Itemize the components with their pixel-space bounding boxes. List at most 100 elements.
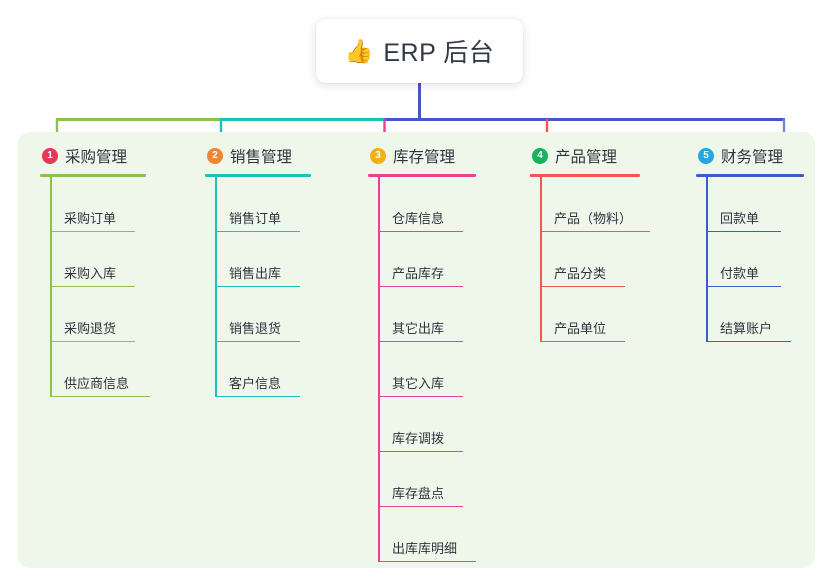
leaf-item-rule <box>706 340 791 342</box>
leaf-item-label: 采购订单 <box>64 211 117 226</box>
column-badge-4: 4 <box>532 148 548 164</box>
column-rule-5 <box>696 174 804 177</box>
leaf-item[interactable]: 销售订单 <box>215 177 311 232</box>
leaf-item-label: 回款单 <box>720 211 760 226</box>
leaf-item-rule <box>215 395 300 397</box>
root-node[interactable]: 👍 ERP 后台 <box>316 19 523 83</box>
leaf-item-label: 销售出库 <box>229 266 282 281</box>
column-badge-2: 2 <box>207 148 223 164</box>
leaf-item-label: 库存盘点 <box>392 486 445 501</box>
column-badge-1: 1 <box>42 148 58 164</box>
leaf-item-rule <box>378 340 463 342</box>
column-badge-3: 3 <box>370 148 386 164</box>
leaf-item[interactable]: 采购订单 <box>50 177 146 232</box>
thumbs-up-icon: 👍 <box>344 37 374 64</box>
column-items-1: 采购订单采购入库采购退货供应商信息 <box>40 177 150 397</box>
leaf-item-label: 结算账户 <box>720 321 773 336</box>
column-badge-5: 5 <box>698 148 714 164</box>
column-spine-2 <box>215 177 217 397</box>
diagram-panel <box>18 132 815 568</box>
leaf-item[interactable]: 其它出库 <box>378 287 476 342</box>
leaf-item[interactable]: 其它入库 <box>378 342 476 397</box>
column-spine-1 <box>50 177 52 397</box>
leaf-item-label: 库存调拨 <box>392 431 445 446</box>
column-items-3: 仓库信息产品库存其它出库其它入库库存调拨库存盘点出库库明细 <box>368 177 476 562</box>
leaf-item-rule <box>540 285 625 287</box>
column-rule-2 <box>205 174 311 177</box>
leaf-item-label: 其它入库 <box>392 376 445 391</box>
column-header-3[interactable]: 3 库存管理 <box>368 144 476 168</box>
column-spine-5 <box>706 177 708 342</box>
leaf-item-rule <box>378 450 463 452</box>
leaf-item[interactable]: 产品单位 <box>540 287 640 342</box>
column-title-1: 采购管理 <box>65 149 128 166</box>
leaf-item-label: 产品单位 <box>554 321 607 336</box>
leaf-item[interactable]: 产品分类 <box>540 232 640 287</box>
leaf-item[interactable]: 产品库存 <box>378 232 476 287</box>
root-node-content: 👍 ERP 后台 <box>345 33 495 69</box>
leaf-item[interactable]: 销售退货 <box>215 287 311 342</box>
leaf-item[interactable]: 客户信息 <box>215 342 311 397</box>
leaf-item[interactable]: 产品（物料） <box>540 177 650 232</box>
leaf-item-label: 产品库存 <box>392 266 445 281</box>
leaf-item-rule <box>50 340 135 342</box>
column-header-1[interactable]: 1 采购管理 <box>40 144 146 168</box>
leaf-item-rule <box>215 230 300 232</box>
leaf-item-label: 客户信息 <box>229 376 282 391</box>
column-3: 3 库存管理仓库信息产品库存其它出库其它入库库存调拨库存盘点出库库明细 <box>368 144 476 562</box>
leaf-item-rule <box>378 230 463 232</box>
leaf-item[interactable]: 库存盘点 <box>378 452 476 507</box>
leaf-item-label: 采购退货 <box>64 321 117 336</box>
leaf-item[interactable]: 回款单 <box>706 177 804 232</box>
root-title: ERP 后台 <box>383 39 495 67</box>
leaf-item-rule <box>540 230 650 232</box>
leaf-item-label: 仓库信息 <box>392 211 445 226</box>
leaf-item-label: 销售退货 <box>229 321 282 336</box>
leaf-item[interactable]: 仓库信息 <box>378 177 476 232</box>
leaf-item-rule <box>215 285 300 287</box>
leaf-item-rule <box>378 505 463 507</box>
column-spine-3 <box>378 177 380 562</box>
leaf-item-rule <box>50 395 150 397</box>
leaf-item[interactable]: 出库库明细 <box>378 507 476 562</box>
leaf-item[interactable]: 销售出库 <box>215 232 311 287</box>
leaf-item-label: 采购入库 <box>64 266 117 281</box>
column-rule-4 <box>530 174 640 177</box>
column-title-4: 产品管理 <box>555 149 618 166</box>
column-2: 2 销售管理销售订单销售出库销售退货客户信息 <box>205 144 311 397</box>
column-header-2[interactable]: 2 销售管理 <box>205 144 311 168</box>
column-5: 5 财务管理回款单付款单结算账户 <box>696 144 804 342</box>
leaf-item[interactable]: 付款单 <box>706 232 804 287</box>
column-items-4: 产品（物料） 产品分类产品单位 <box>530 177 650 342</box>
column-title-5: 财务管理 <box>721 149 784 166</box>
column-items-5: 回款单付款单结算账户 <box>696 177 804 342</box>
leaf-item-label: 出库库明细 <box>392 541 458 556</box>
leaf-item-rule <box>706 285 781 287</box>
column-title-3: 库存管理 <box>393 149 456 166</box>
column-header-4[interactable]: 4 产品管理 <box>530 144 640 168</box>
leaf-item[interactable]: 采购退货 <box>50 287 146 342</box>
column-header-5[interactable]: 5 财务管理 <box>696 144 804 168</box>
leaf-item[interactable]: 结算账户 <box>706 287 804 342</box>
leaf-item-rule <box>378 395 463 397</box>
leaf-item-rule <box>50 285 135 287</box>
column-1: 1 采购管理采购订单采购入库采购退货供应商信息 <box>40 144 150 397</box>
leaf-item-label: 产品分类 <box>554 266 607 281</box>
leaf-item-rule <box>50 230 135 232</box>
column-items-2: 销售订单销售出库销售退货客户信息 <box>205 177 311 397</box>
column-rule-1 <box>40 174 146 177</box>
leaf-item-label: 付款单 <box>720 266 760 281</box>
leaf-item-rule <box>378 285 463 287</box>
leaf-item-label: 产品（物料） <box>554 211 633 226</box>
leaf-item-label: 供应商信息 <box>64 376 130 391</box>
column-4: 4 产品管理产品（物料） 产品分类产品单位 <box>530 144 650 342</box>
column-spine-4 <box>540 177 542 342</box>
leaf-item-rule <box>378 560 476 562</box>
leaf-item[interactable]: 供应商信息 <box>50 342 150 397</box>
leaf-item-rule <box>215 340 300 342</box>
column-title-2: 销售管理 <box>230 149 293 166</box>
leaf-item-rule <box>706 230 781 232</box>
leaf-item-rule <box>540 340 625 342</box>
leaf-item[interactable]: 库存调拨 <box>378 397 476 452</box>
leaf-item[interactable]: 采购入库 <box>50 232 146 287</box>
